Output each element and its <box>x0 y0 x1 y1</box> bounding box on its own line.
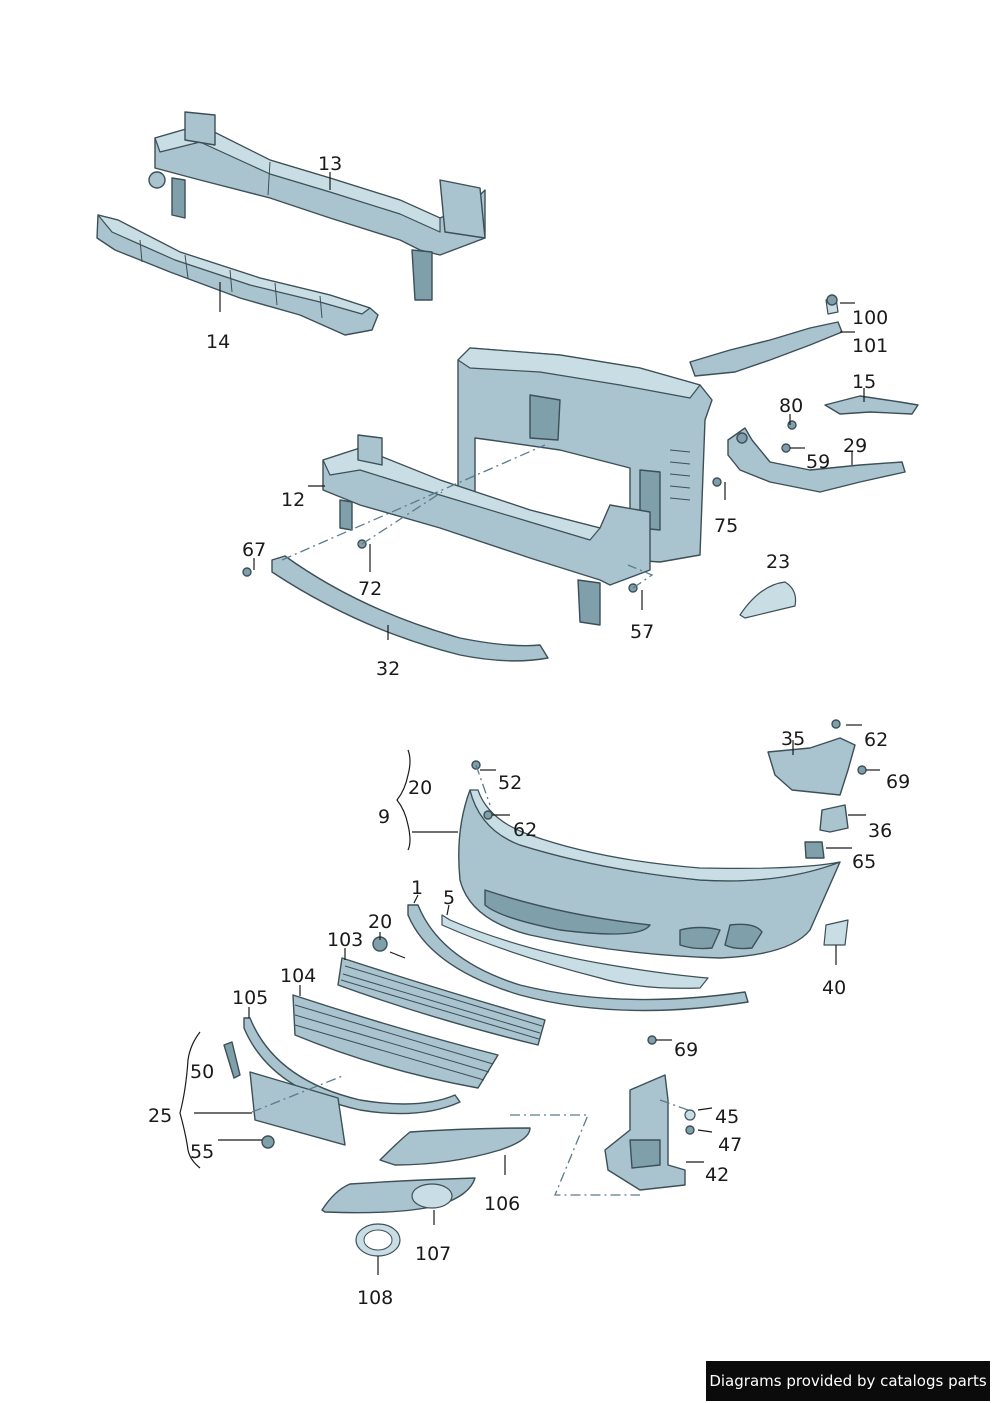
part-108-fog-ring <box>355 1223 401 1257</box>
callout-20-upper: 20 <box>408 777 432 799</box>
part-29-side-bracket <box>727 427 906 493</box>
callout-72: 72 <box>358 578 382 600</box>
attribution-text: Diagrams provided by catalogs parts <box>709 1372 987 1390</box>
callout-47: 47 <box>718 1134 742 1156</box>
callout-57: 57 <box>630 621 654 643</box>
callout-20-lower: 20 <box>368 911 392 933</box>
callout-75: 75 <box>714 515 738 537</box>
part-23-cap <box>739 581 797 619</box>
callout-45: 45 <box>715 1106 739 1128</box>
callout-14: 14 <box>206 331 230 353</box>
part-12-lower-bar <box>322 434 651 626</box>
callout-1: 1 <box>411 877 423 899</box>
part-65-clip <box>804 841 825 859</box>
callout-104: 104 <box>280 965 316 987</box>
callout-13: 13 <box>318 153 342 175</box>
callout-101: 101 <box>852 335 888 357</box>
callout-67: 67 <box>242 539 266 561</box>
callout-107: 107 <box>415 1243 451 1265</box>
callout-25: 25 <box>148 1105 172 1127</box>
callout-23: 23 <box>766 551 790 573</box>
callout-59: 59 <box>806 451 830 473</box>
callout-42: 42 <box>705 1164 729 1186</box>
callout-36: 36 <box>868 820 892 842</box>
callout-9: 9 <box>378 806 390 828</box>
attribution-banner: Diagrams provided by catalogs parts <box>706 1361 990 1401</box>
callout-62-lower: 62 <box>513 819 537 841</box>
callout-5: 5 <box>443 887 455 909</box>
lock-carrier <box>457 347 713 563</box>
callout-65: 65 <box>852 851 876 873</box>
part-25-plate-holder <box>223 1041 346 1149</box>
part-14-energy-absorber <box>96 214 379 336</box>
callout-labels: 13 14 100 101 15 80 29 59 12 75 67 72 23… <box>148 153 910 1309</box>
part-32-trim-strip <box>271 555 549 662</box>
callout-50: 50 <box>190 1061 214 1083</box>
callout-108: 108 <box>357 1287 393 1309</box>
callout-32: 32 <box>376 658 400 680</box>
callout-100: 100 <box>852 307 888 329</box>
part-101-bracket-strip <box>689 294 843 377</box>
callout-35: 35 <box>781 728 805 750</box>
part-107-fog-cover <box>321 1177 476 1214</box>
part-42-air-duct <box>604 1074 696 1191</box>
part-40-cover <box>823 919 849 946</box>
callout-15: 15 <box>852 371 876 393</box>
callout-40: 40 <box>822 977 846 999</box>
bolts <box>242 420 867 1045</box>
part-104-grille <box>292 994 499 1089</box>
callout-55: 55 <box>190 1141 214 1163</box>
part-36-small-part <box>819 804 849 833</box>
callout-69-lower: 69 <box>674 1039 698 1061</box>
callout-80: 80 <box>779 395 803 417</box>
callout-69-upper: 69 <box>886 771 910 793</box>
callout-106: 106 <box>484 1193 520 1215</box>
callout-62-upper: 62 <box>864 729 888 751</box>
leader-lines <box>179 172 880 1275</box>
part-15-bracket <box>824 395 919 415</box>
part-106-lower-trim <box>379 1127 531 1166</box>
callout-105: 105 <box>232 987 268 1009</box>
callout-29: 29 <box>843 435 867 457</box>
part-103-grille <box>337 957 546 1046</box>
part-13-reinforcement-bar <box>148 111 486 301</box>
part-35-side-bracket <box>767 737 856 796</box>
callout-52: 52 <box>498 772 522 794</box>
callout-103: 103 <box>327 929 363 951</box>
callout-12: 12 <box>281 489 305 511</box>
dashed-guides <box>251 444 689 1196</box>
part-5-strip <box>441 914 709 989</box>
part-9-bumper-cover <box>458 789 841 959</box>
part-1-spoiler <box>407 904 749 1012</box>
